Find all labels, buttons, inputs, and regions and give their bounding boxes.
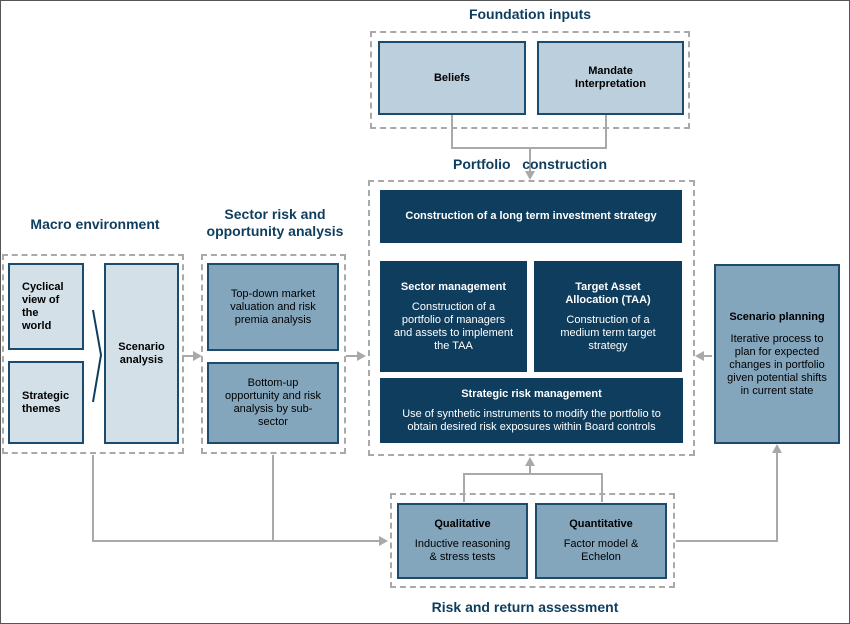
longterm-box: Construction of a long term investment s…: [380, 190, 682, 243]
qualitative-title: Qualitative: [434, 518, 491, 530]
portfolio-group: [368, 180, 695, 456]
chevron-arrow: [92, 309, 103, 403]
title-foundation: Foundation inputs: [468, 6, 592, 22]
title-portfolio: Portfolio construction: [453, 156, 607, 172]
risk-group: [390, 493, 675, 588]
cyclical-box: Cyclical view of the world: [8, 263, 84, 350]
sector-management-text: Construction of a portfolio of managers …: [393, 300, 514, 352]
title-risk: Risk and return assessment: [431, 599, 619, 615]
foundation-group: [370, 31, 690, 129]
sector-management-title: Sector management: [400, 280, 507, 293]
qualitative-box: Qualitative Inductive reasoning & stress…: [397, 503, 528, 579]
beliefs-box: Beliefs: [378, 41, 526, 115]
taa-box: Target Asset Allocation (TAA) Constructi…: [534, 261, 682, 372]
scenario-planning-text: Iterative process to plan for expected c…: [727, 332, 827, 397]
taa-title: Target Asset Allocation (TAA): [565, 280, 651, 306]
scenario-planning-box: Scenario planning Iterative process to p…: [714, 264, 840, 444]
quantitative-box: Quantitative Factor model & Echelon: [535, 503, 667, 579]
macro-risk-line: [92, 455, 388, 546]
macro-group: [2, 254, 184, 454]
bottomup-box: Bottom-up opportunity and risk analysis …: [207, 362, 339, 444]
strategic-risk-box: Strategic risk management Use of synthet…: [380, 378, 683, 443]
mandate-box: Mandate Interpretation: [537, 41, 684, 115]
sector-group: [201, 254, 346, 454]
sector-management-box: Sector management Construction of a port…: [380, 261, 527, 372]
quantitative-title: Quantitative: [569, 518, 633, 530]
title-sector: Sector risk and opportunity analysis: [206, 206, 344, 239]
scenario-planning-title: Scenario planning: [729, 310, 825, 323]
strategic-risk-text: Use of synthetic instruments to modify t…: [402, 407, 661, 433]
title-macro: Macro environment: [30, 216, 160, 232]
qualitative-text: Inductive reasoning & stress tests: [414, 538, 511, 563]
risk-connector: [463, 473, 603, 502]
quantitative-text: Factor model & Echelon: [563, 538, 639, 563]
topdown-box: Top-down market valuation and risk premi…: [207, 263, 339, 351]
taa-text: Construction of a medium term target str…: [560, 313, 656, 352]
strategic-risk-title: Strategic risk management: [461, 387, 602, 400]
scenario-analysis-box: Scenario analysis: [104, 263, 179, 444]
risk-scenario-line: [676, 444, 782, 542]
strategic-themes-box: Strategic themes: [8, 361, 84, 444]
